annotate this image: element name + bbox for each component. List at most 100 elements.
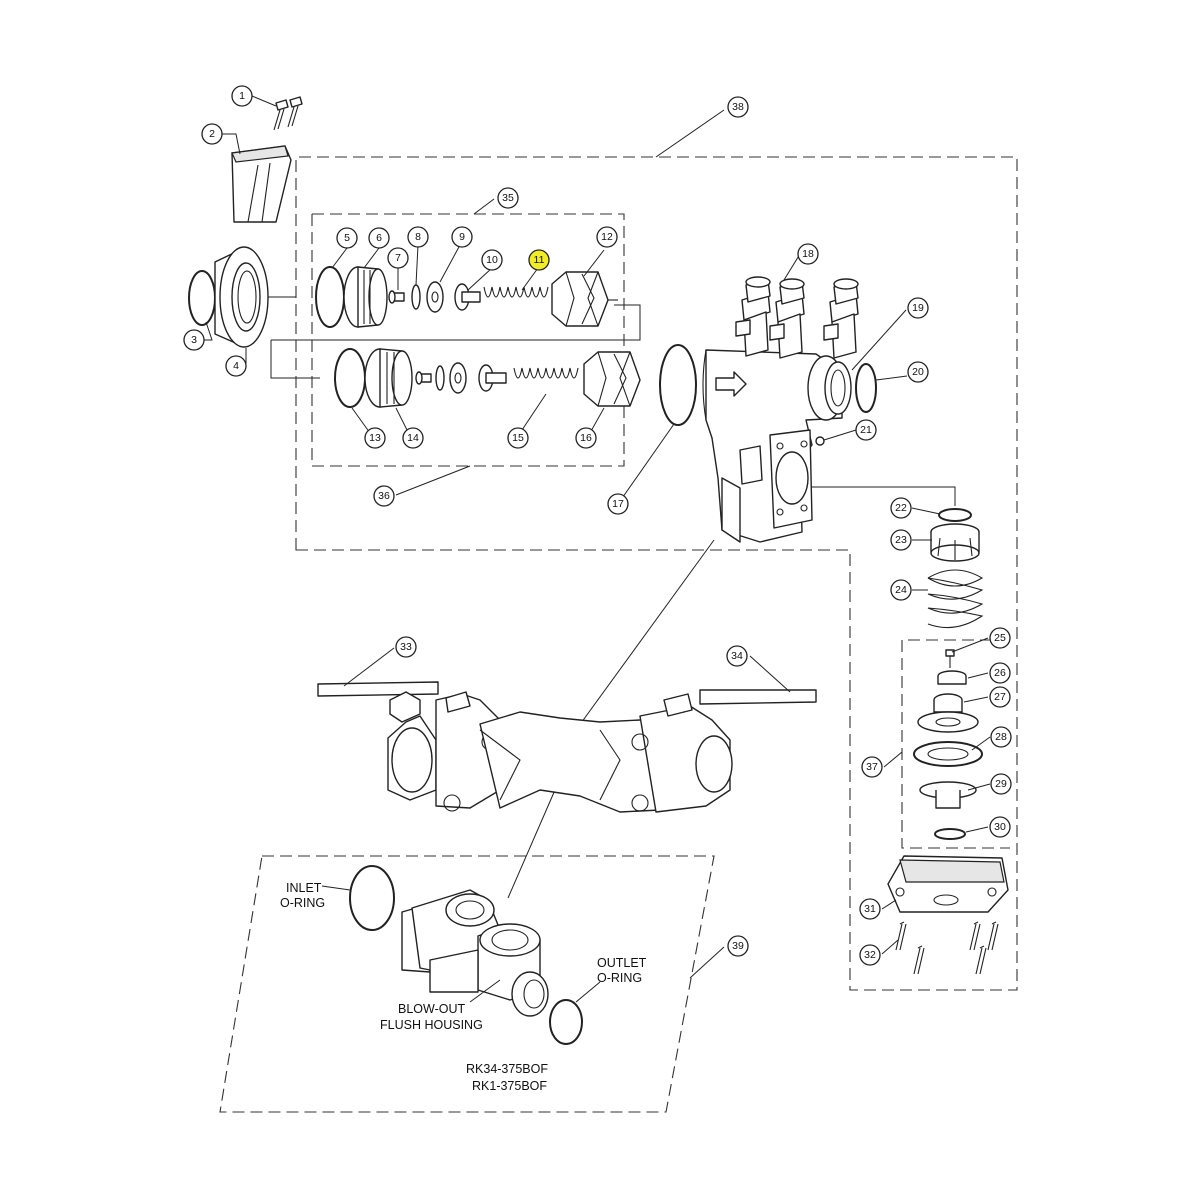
svg-text:7: 7 <box>395 252 401 264</box>
inlet-oring-label-line1: INLET <box>286 881 322 895</box>
check-assembly-36 <box>334 348 641 408</box>
outlet-oring <box>549 999 583 1045</box>
svg-text:37: 37 <box>866 761 878 773</box>
screws-part-1 <box>273 96 303 131</box>
svg-text:16: 16 <box>580 432 592 444</box>
callout-2: 2 <box>201 123 223 145</box>
callout-18: 18 <box>797 243 819 265</box>
callout-10: 10 <box>481 249 503 271</box>
callout-29: 29 <box>990 773 1012 795</box>
svg-text:1: 1 <box>239 90 245 102</box>
callout-17: 17 <box>607 493 629 515</box>
svg-text:14: 14 <box>407 432 419 444</box>
svg-text:25: 25 <box>994 632 1006 644</box>
check-assembly-35 <box>315 266 618 328</box>
callout-24: 24 <box>890 579 912 601</box>
kit-35-boundary <box>312 213 625 340</box>
callout-3: 3 <box>183 329 205 351</box>
connector-line <box>270 340 320 379</box>
inlet-oring-label-line2: O-RING <box>280 896 325 910</box>
inlet-oring <box>349 865 395 931</box>
svg-text:4: 4 <box>233 360 239 372</box>
connector-line <box>271 304 641 341</box>
connector-line <box>800 486 956 506</box>
svg-text:11: 11 <box>534 254 545 266</box>
svg-text:2: 2 <box>209 128 215 140</box>
svg-text:6: 6 <box>376 232 382 244</box>
callout-35: 35 <box>497 187 519 209</box>
callout-12: 12 <box>596 226 618 248</box>
svg-text:27: 27 <box>994 691 1006 703</box>
callout-22: 22 <box>890 497 912 519</box>
svg-text:30: 30 <box>994 821 1006 833</box>
svg-text:31: 31 <box>864 903 876 915</box>
callout-27: 27 <box>989 686 1011 708</box>
svg-text:23: 23 <box>895 534 907 546</box>
kit-number-line2: RK1-375BOF <box>472 1079 547 1093</box>
svg-text:17: 17 <box>612 498 624 510</box>
svg-text:12: 12 <box>601 231 613 243</box>
svg-text:36: 36 <box>378 490 390 502</box>
callout-14: 14 <box>402 427 424 449</box>
callout-19: 19 <box>907 297 929 319</box>
callout-4: 4 <box>225 355 247 377</box>
leader-lines <box>204 95 991 1003</box>
callout-28: 28 <box>990 726 1012 748</box>
svg-text:19: 19 <box>912 302 924 314</box>
svg-text:9: 9 <box>459 231 465 243</box>
callout-5: 5 <box>336 227 358 249</box>
svg-text:15: 15 <box>512 432 524 444</box>
callout-11: 11 <box>528 249 550 271</box>
callout-13: 13 <box>364 427 386 449</box>
callout-30: 30 <box>989 816 1011 838</box>
kit-38-boundary <box>295 156 1018 991</box>
connector-line <box>559 539 715 753</box>
callout-33: 33 <box>395 636 417 658</box>
blowout-housing-39 <box>349 865 583 1045</box>
kit-37-boundary <box>901 639 1010 849</box>
svg-text:21: 21 <box>860 424 872 436</box>
svg-text:34: 34 <box>731 650 743 662</box>
callout-38: 38 <box>727 96 749 118</box>
svg-text:29: 29 <box>995 778 1007 790</box>
callout-20: 20 <box>907 361 929 383</box>
svg-text:33: 33 <box>400 641 412 653</box>
svg-text:8: 8 <box>415 231 421 243</box>
callout-37: 37 <box>861 756 883 778</box>
callout-21: 21 <box>855 419 877 441</box>
svg-text:10: 10 <box>486 254 498 266</box>
valve-body-38 <box>702 276 877 543</box>
kit-39-boundary <box>219 855 715 1113</box>
svg-text:18: 18 <box>802 248 814 260</box>
kit-number-line1: RK34-375BOF <box>466 1062 548 1076</box>
callout-39: 39 <box>727 935 749 957</box>
callout-15: 15 <box>507 427 529 449</box>
svg-text:35: 35 <box>502 192 514 204</box>
callout-7: 7 <box>387 247 409 269</box>
callout-26: 26 <box>989 662 1011 684</box>
connector-line <box>507 789 556 899</box>
svg-text:5: 5 <box>344 232 350 244</box>
callout-16: 16 <box>575 427 597 449</box>
outlet-oring-label-line1: OUTLET <box>597 956 647 970</box>
svg-text:32: 32 <box>864 949 876 961</box>
svg-text:13: 13 <box>369 432 381 444</box>
callout-25: 25 <box>989 627 1011 649</box>
ball-valves-assembly <box>317 681 817 813</box>
outlet-oring-label-line2: O-RING <box>597 971 642 985</box>
callout-34: 34 <box>726 645 748 667</box>
svg-text:20: 20 <box>912 366 924 378</box>
oring-part-17 <box>659 344 697 426</box>
callout-6: 6 <box>368 227 390 249</box>
callout-23: 23 <box>890 529 912 551</box>
blowout-label-line2: FLUSH HOUSING <box>380 1018 483 1032</box>
callout-36: 36 <box>373 485 395 507</box>
relief-valve-assembly <box>887 508 1009 975</box>
callout-31: 31 <box>859 898 881 920</box>
blowout-label-line1: BLOW-OUT <box>398 1002 465 1016</box>
callout-1: 1 <box>231 85 253 107</box>
svg-text:3: 3 <box>191 334 197 346</box>
svg-text:24: 24 <box>895 584 907 596</box>
